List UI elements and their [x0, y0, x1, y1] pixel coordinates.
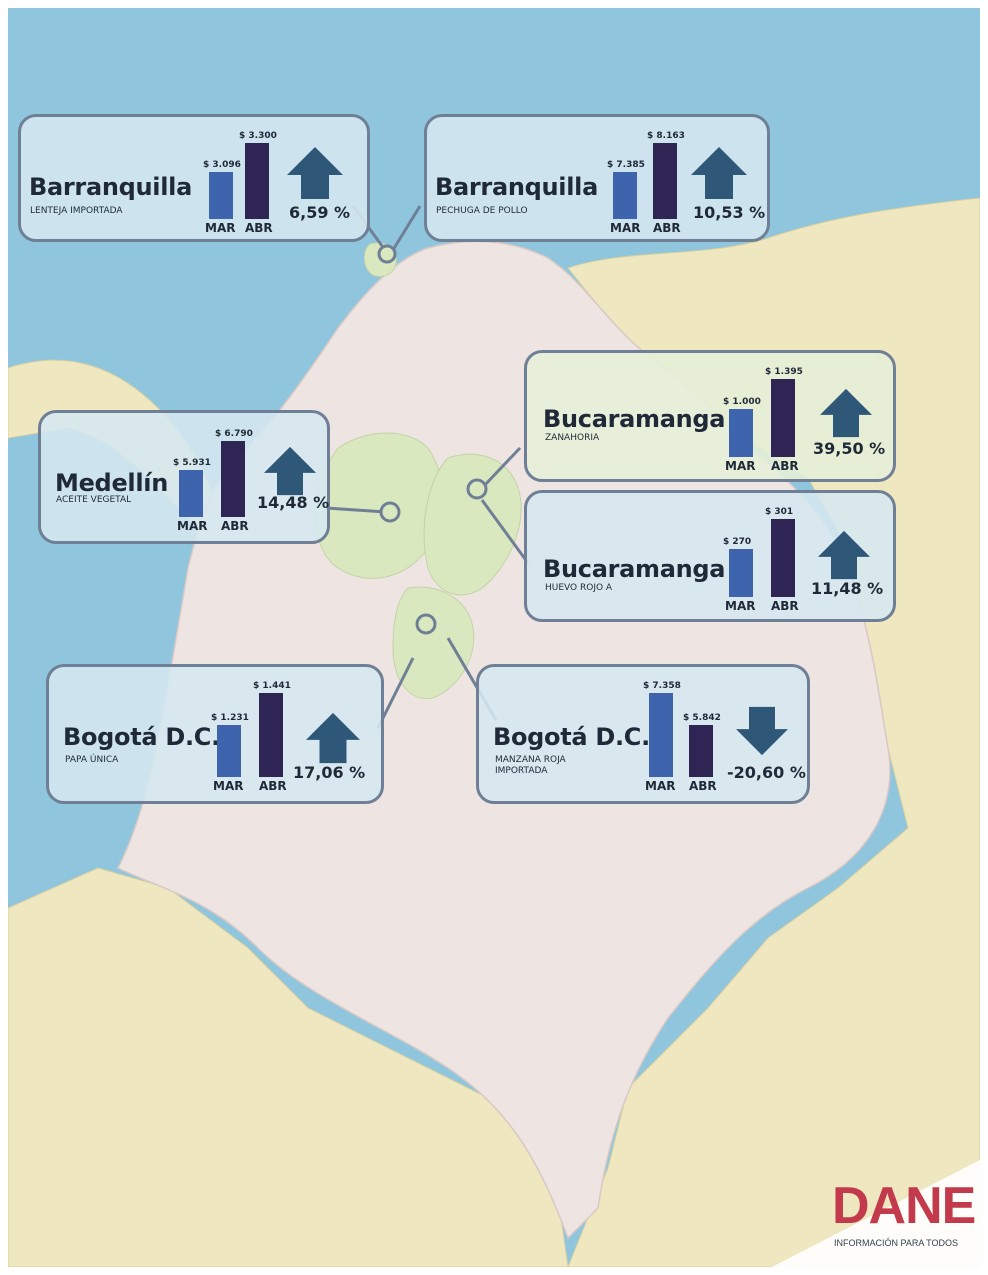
label-mar: MAR — [645, 779, 676, 793]
card-city: Bucaramanga — [543, 405, 726, 433]
marker-bogota — [415, 613, 437, 635]
card-city: Bogotá D.C. — [493, 723, 650, 751]
card-bucaramanga-huevo: Bucaramanga HUEVO ROJO A $ 270 $ 301 MAR… — [524, 490, 896, 622]
card-product: PECHUGA DE POLLO — [436, 206, 528, 216]
region-santander — [423, 453, 522, 596]
label-mar: MAR — [213, 779, 244, 793]
label-abr: ABR — [771, 599, 799, 613]
bar-mar — [217, 725, 241, 777]
logo-tagline: INFORMACIÓN PARA TODOS — [834, 1238, 959, 1248]
label-abr: ABR — [653, 221, 681, 235]
bar-abr — [259, 693, 283, 777]
card-bogota-papa: Bogotá D.C. PAPA ÚNICA $ 1.231 $ 1.441 M… — [46, 664, 384, 804]
marker-medellin — [379, 501, 401, 523]
label-mar: MAR — [725, 599, 756, 613]
bar-abr — [653, 143, 677, 219]
dane-logo: DANE INFORMACIÓN PARA TODOS — [770, 1160, 980, 1268]
percent-change: 39,50 % — [813, 439, 886, 458]
label-abr: ABR — [259, 779, 287, 793]
logo-corner-shape — [770, 1160, 980, 1268]
bar-group: $ 3.096 $ 3.300 — [203, 129, 279, 219]
value-mar: $ 1.231 — [211, 713, 249, 723]
card-product: ZANAHORIA — [545, 433, 600, 443]
card-product: HUEVO ROJO A — [545, 583, 613, 593]
percent-change: -20,60 % — [727, 763, 806, 782]
label-abr: ABR — [771, 459, 799, 473]
card-city: Barranquilla — [29, 173, 192, 201]
card-barranquilla-lenteja: Barranquilla LENTEJA IMPORTADA $ 3.096 $… — [18, 114, 370, 242]
arrow-down-icon — [736, 706, 788, 756]
arrow-up-icon — [691, 147, 747, 199]
neighbor-land-south — [8, 867, 569, 1267]
region-cundinamarca — [392, 586, 475, 700]
bar-mar — [729, 409, 753, 457]
logo-wordmark: DANE — [832, 1177, 976, 1235]
bar-mar — [179, 470, 203, 517]
card-product: PAPA ÚNICA — [65, 755, 119, 765]
value-abr: $ 6.790 — [215, 429, 253, 439]
value-abr: $ 301 — [765, 507, 794, 517]
bar-mar — [649, 693, 673, 777]
label-abr: ABR — [689, 779, 717, 793]
value-mar: $ 7.385 — [607, 160, 645, 170]
marker-bucaramanga — [466, 478, 488, 500]
bar-group: $ 1.000 $ 1.395 — [723, 365, 803, 457]
bar-group: $ 7.385 $ 8.163 — [607, 129, 685, 219]
location-markers — [377, 244, 488, 635]
bar-group: $ 270 $ 301 — [723, 505, 799, 597]
percent-change: 10,53 % — [693, 203, 766, 222]
percent-change: 11,48 % — [811, 579, 884, 598]
card-product: ACEITE VEGETAL — [56, 495, 132, 505]
arrow-up-icon — [287, 147, 343, 199]
label-abr: ABR — [221, 519, 249, 533]
card-product: MANZANA ROJA IMPORTADA — [495, 755, 566, 776]
bar-abr — [689, 725, 713, 777]
value-abr: $ 3.300 — [239, 131, 277, 141]
arrow-up-icon — [306, 712, 360, 764]
card-product: LENTEJA IMPORTADA — [30, 206, 123, 216]
bar-group: $ 1.231 $ 1.441 — [211, 679, 291, 777]
percent-change: 17,06 % — [293, 763, 366, 782]
label-mar: MAR — [610, 221, 641, 235]
card-city: Medellín — [55, 469, 168, 497]
value-abr: $ 8.163 — [647, 131, 685, 141]
value-abr: $ 1.441 — [253, 681, 291, 691]
percent-change: 14,48 % — [257, 493, 330, 512]
card-city: Bucaramanga — [543, 555, 726, 583]
bar-mar — [613, 172, 637, 219]
value-mar: $ 270 — [723, 537, 752, 547]
card-barranquilla-pollo: Barranquilla PECHUGA DE POLLO $ 7.385 $ … — [424, 114, 770, 242]
value-mar: $ 7.358 — [643, 681, 681, 691]
card-city: Bogotá D.C. — [63, 723, 220, 751]
card-medellin-aceite: Medellín ACEITE VEGETAL $ 5.931 $ 6.790 … — [38, 410, 330, 544]
arrow-up-icon — [264, 446, 316, 496]
value-abr: $ 1.395 — [765, 367, 803, 377]
bar-mar — [209, 172, 233, 219]
value-mar: $ 1.000 — [723, 397, 761, 407]
label-mar: MAR — [725, 459, 756, 473]
bar-abr — [771, 379, 795, 457]
percent-change: 6,59 % — [289, 203, 351, 222]
arrow-up-icon — [820, 388, 872, 438]
label-abr: ABR — [245, 221, 273, 235]
bar-mar — [729, 549, 753, 597]
value-mar: $ 5.931 — [173, 458, 211, 468]
value-mar: $ 3.096 — [203, 160, 241, 170]
value-abr: $ 5.842 — [683, 713, 721, 723]
bar-group: $ 7.358 $ 5.842 — [643, 679, 721, 777]
card-city: Barranquilla — [435, 173, 598, 201]
card-bucaramanga-zanahoria: Bucaramanga ZANAHORIA $ 1.000 $ 1.395 MA… — [524, 350, 896, 482]
bar-abr — [245, 143, 269, 219]
bar-abr — [771, 519, 795, 597]
arrow-up-icon — [818, 530, 870, 580]
label-mar: MAR — [205, 221, 236, 235]
bar-group: $ 5.931 $ 6.790 — [173, 427, 253, 517]
bar-abr — [221, 441, 245, 517]
label-mar: MAR — [177, 519, 208, 533]
card-bogota-manzana: Bogotá D.C. MANZANA ROJA IMPORTADA $ 7.3… — [476, 664, 810, 804]
marker-barranquilla — [377, 244, 397, 264]
